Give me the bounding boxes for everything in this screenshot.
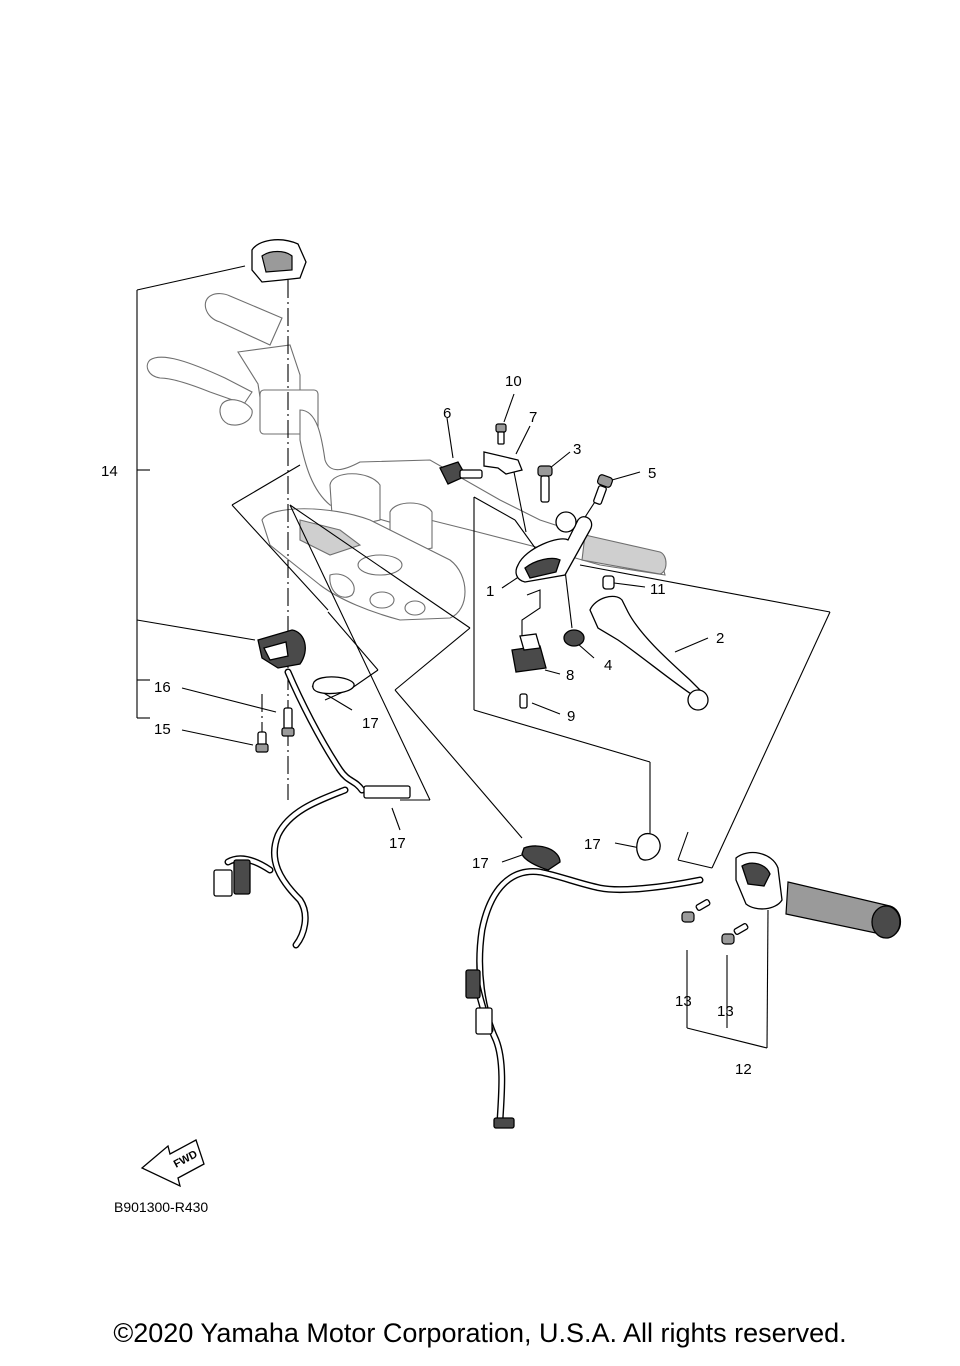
right-switch-and-grip (681, 851, 902, 945)
reference-code: B901300-R430 (114, 1199, 208, 1215)
left-switch-body (257, 629, 306, 669)
callout-13-right: 13 (717, 1003, 734, 1020)
fwd-arrow-icon: FWD (140, 1139, 205, 1188)
callout-12: 12 (735, 1061, 752, 1078)
callout-15: 15 (154, 721, 171, 738)
callout-11: 11 (650, 581, 666, 598)
callout-17-clip-center: 17 (472, 855, 489, 872)
callouts: 1 2 3 4 5 6 7 8 9 10 11 12 13 13 14 15 1… (101, 373, 752, 1078)
callout-5: 5 (648, 465, 656, 482)
callout-8: 8 (566, 667, 574, 684)
callout-3: 3 (573, 441, 581, 458)
right-wire-harness (465, 833, 704, 1129)
callout-1: 1 (486, 583, 494, 600)
callout-17-clamp-left: 17 (362, 715, 379, 732)
ghost-handlebar-assembly (146, 293, 667, 621)
callout-4: 4 (604, 657, 612, 674)
callout-9: 9 (567, 708, 575, 725)
clutch-lever-assembly (439, 423, 709, 711)
switch-upper-cover (251, 239, 307, 283)
clamp-17-left (312, 676, 355, 695)
callout-16: 16 (154, 679, 171, 696)
left-wire-harness (213, 668, 411, 949)
callout-10: 10 (505, 373, 522, 390)
callout-6: 6 (443, 405, 451, 422)
callout-17-band-left: 17 (389, 835, 406, 852)
callout-2: 2 (716, 630, 724, 647)
screws-15-16 (255, 707, 295, 753)
callout-17-clip-right: 17 (584, 836, 601, 853)
copyright-notice: ©2020 Yamaha Motor Corporation, U.S.A. A… (113, 1318, 847, 1348)
callout-7: 7 (529, 409, 537, 426)
callout-13-left: 13 (675, 993, 692, 1010)
callout-14: 14 (101, 463, 118, 480)
